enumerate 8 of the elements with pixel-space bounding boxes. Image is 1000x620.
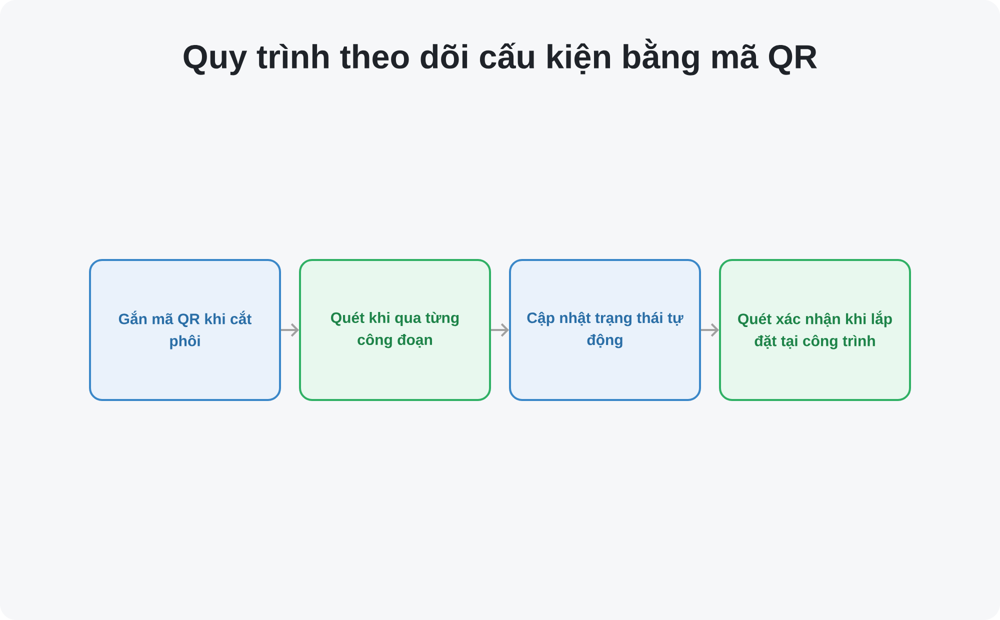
arrow bbox=[491, 323, 509, 337]
arrow bbox=[281, 323, 299, 337]
title: Quy trình theo dõi cấu kiện bằng mã QR bbox=[184, 38, 817, 76]
process-box: Gắn mã QR khi cắt phôi bbox=[89, 259, 281, 401]
process-box: Quét khi qua từng công đoạn bbox=[299, 259, 491, 401]
process-box: Quét xác nhận khi lắp đặt tại công trình bbox=[719, 259, 911, 401]
process-box: Cập nhật trạng thái tự động bbox=[509, 259, 701, 401]
arrow bbox=[701, 323, 719, 337]
